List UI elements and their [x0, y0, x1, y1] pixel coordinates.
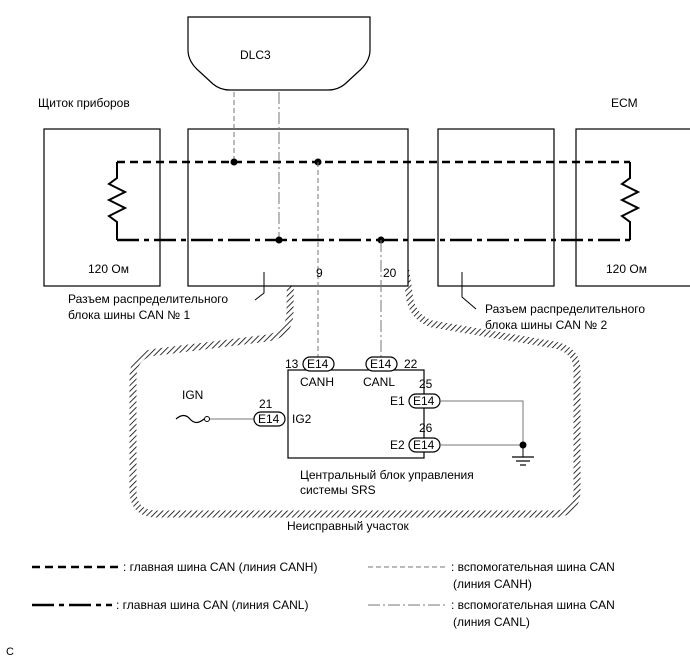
ign-terminal-dot — [204, 416, 210, 422]
dlc3-label: DLC3 — [240, 48, 271, 62]
dlc3-canl-splice — [275, 236, 283, 244]
e1-ground-wire — [440, 400, 524, 445]
junction2-label-line2: блока шины CAN № 2 — [485, 318, 607, 332]
legend-sub-canh-label-1: : вспомогательная шина CAN — [451, 560, 615, 574]
junction1-pin-canl: 20 — [383, 266, 397, 280]
junction1-pin-canh: 9 — [316, 266, 323, 280]
srs-canh-pin: 13 — [285, 357, 299, 371]
legend-sub-canh-label-2: (линия CANH) — [453, 577, 532, 591]
legend-sub-canl-label-1: : вспомогательная шина CAN — [451, 598, 615, 612]
srs-ig2-connector-label: E14 — [258, 412, 280, 426]
legend-main-canh-label: : главная шина CAN (линия CANH) — [123, 560, 317, 574]
ground-icon — [512, 456, 534, 466]
srs-ecu-label-line1: Центральный блок управления — [300, 468, 474, 482]
ign-fuse-icon — [175, 414, 205, 424]
right-resistor-label: 120 Ом — [606, 262, 647, 276]
srs-canl-pin: 22 — [404, 357, 418, 371]
srs-canh-connector-label: E14 — [307, 357, 329, 371]
dlc3-canh-splice — [230, 158, 238, 166]
srs-e1-pin: 25 — [419, 377, 433, 391]
instrument-cluster-box — [43, 128, 161, 287]
srs-canl-connector-label: E14 — [370, 357, 392, 371]
junction-connector-1-box — [187, 128, 409, 287]
junction2-label-line1: Разъем распределительного — [485, 302, 645, 316]
left-node-title: Щиток приборов — [38, 96, 130, 110]
ign-label: IGN — [182, 388, 203, 402]
faulty-area-label: Неисправный участок — [287, 519, 410, 533]
srs-e2-pin: 26 — [419, 421, 433, 435]
junction2-callout-line — [461, 272, 477, 310]
ecm-box — [575, 128, 690, 287]
srs-e2-label: E2 — [390, 438, 405, 452]
srs-canh-label: CANH — [300, 375, 334, 389]
srs-e1-label: E1 — [390, 394, 405, 408]
srs-canl-label: CANL — [363, 375, 395, 389]
srs-ig2-pin: 21 — [259, 397, 273, 411]
srs-ecu-box — [287, 369, 425, 459]
srs-canh-connector — [302, 356, 335, 372]
srs-ig2-label: IG2 — [292, 412, 312, 426]
junction1-callout-line — [254, 272, 265, 301]
srs-ig2-connector — [253, 411, 286, 427]
right-termination-resistor — [619, 162, 641, 240]
faulty-area-outline — [129, 139, 581, 518]
srs-e2-connector-label: E14 — [413, 438, 435, 452]
dlc3-connector — [187, 16, 371, 91]
left-resistor-label: 120 Ом — [88, 262, 129, 276]
srs-ecu-label-line2: системы SRS — [300, 483, 376, 497]
junction1-label-line2: блока шины CAN № 1 — [68, 308, 190, 322]
legend-sub-canl-label-2: (линия CANL) — [453, 615, 530, 629]
figure-code: C — [6, 646, 14, 658]
left-termination-resistor — [106, 162, 128, 240]
srs-e1-connector-label: E14 — [413, 394, 435, 408]
junction-connector-2-box — [437, 128, 555, 287]
right-node-title: ECM — [611, 96, 638, 110]
srs-canl-connector — [365, 356, 398, 372]
legend-main-canl-label: : главная шина CAN (линия CANL) — [116, 598, 308, 612]
junction1-label-line1: Разъем распределительного — [68, 292, 228, 306]
